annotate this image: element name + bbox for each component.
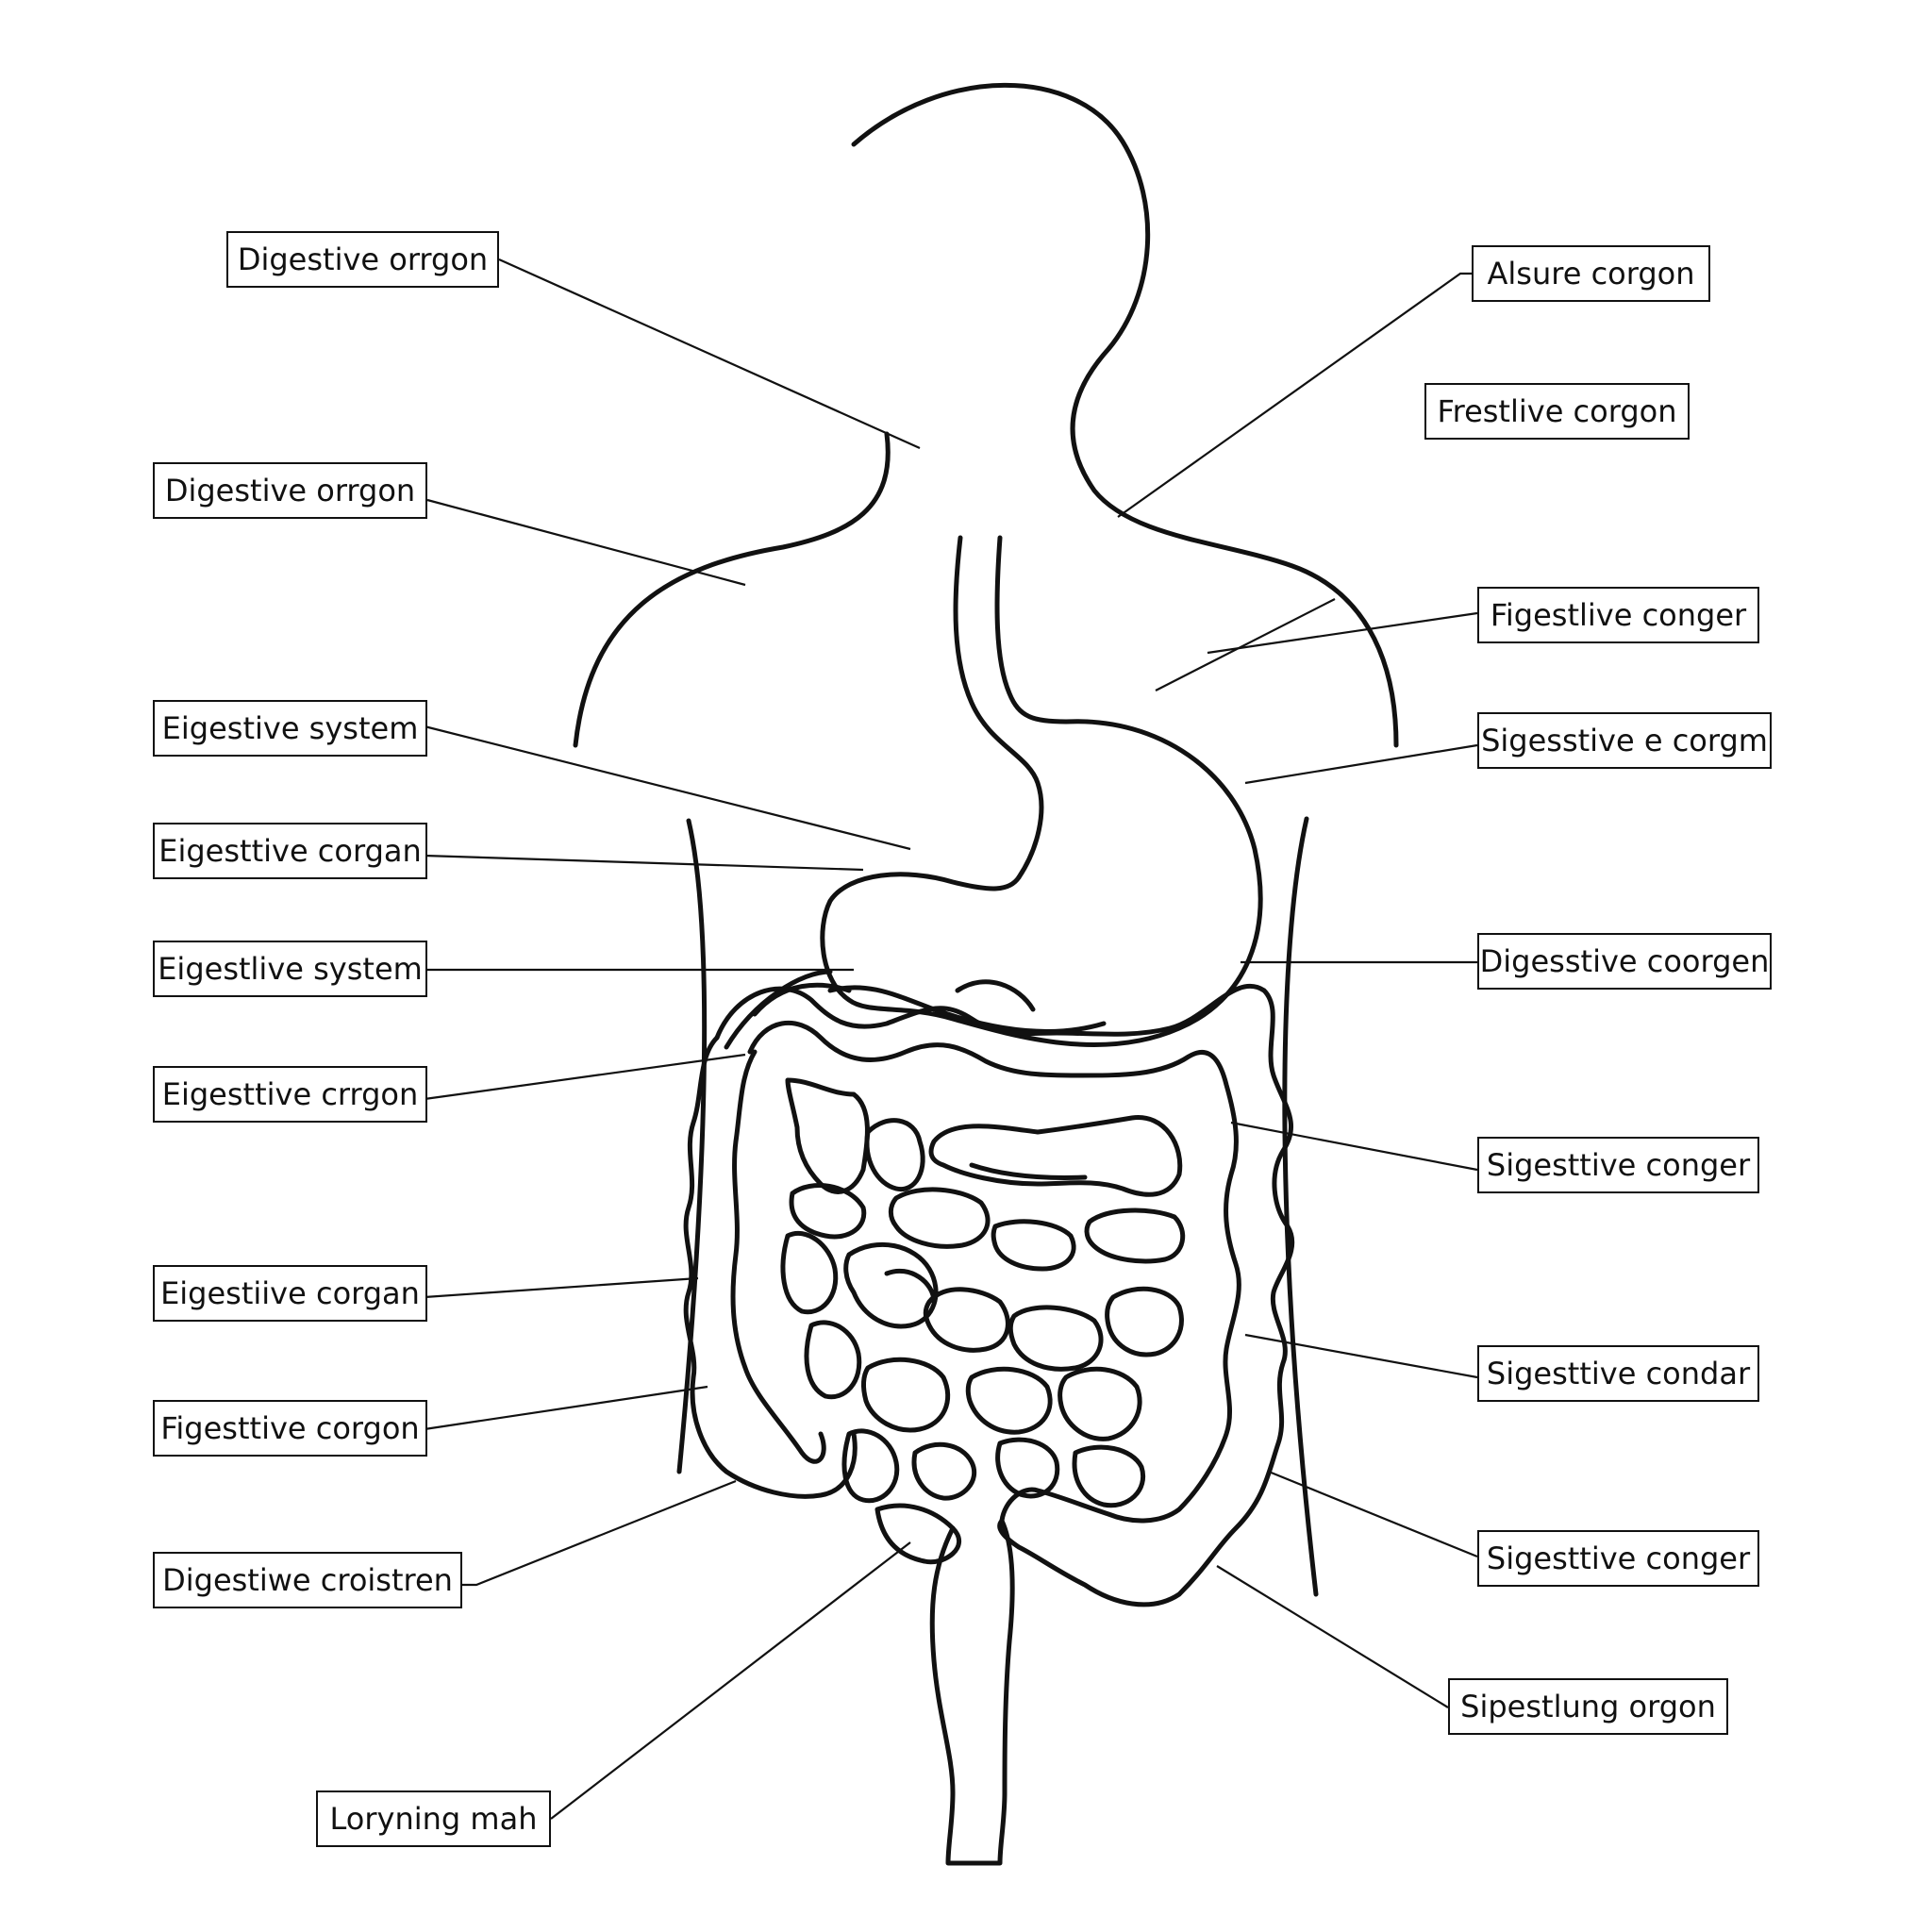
label-left-5: Eigestlive system xyxy=(153,941,427,997)
esophagus-left-wall xyxy=(953,535,1044,880)
head-outline xyxy=(851,82,1399,748)
label-right-5: Digesstive coorgen xyxy=(1477,933,1772,990)
label-left-1: Digestive orrgon xyxy=(226,231,499,288)
label-right-3: Figestlive conger xyxy=(1477,587,1759,643)
label-right-8: Sigesttive conger xyxy=(1477,1530,1759,1587)
label-right-9: Sipestlung orgon xyxy=(1448,1678,1728,1735)
label-left-8: Figesttive corgon xyxy=(153,1400,427,1457)
label-left-9: Digestiwe croistren xyxy=(153,1552,462,1608)
ascending-colon-inner xyxy=(730,1049,826,1464)
label-right-4: Sigesstive e corgm xyxy=(1477,712,1772,769)
label-left-4: Eigesttive corgan xyxy=(153,823,427,879)
label-left-10: Loryning mah xyxy=(316,1790,551,1847)
label-right-2: Frestlive corgon xyxy=(1424,383,1690,440)
stomach-outline xyxy=(820,719,1263,1047)
torso-right-line xyxy=(1282,816,1319,1597)
ascending-colon-outer xyxy=(683,1035,858,1499)
colon-inner-wall xyxy=(747,1021,1241,1524)
label-right-1: Alsure corgon xyxy=(1472,245,1710,302)
rectum-outline xyxy=(929,1518,1015,1866)
label-left-2: Digestive orrgon xyxy=(153,462,427,519)
colon-outer-wall xyxy=(714,983,1295,1607)
label-left-6: Eigesttive crrgon xyxy=(153,1066,427,1123)
label-left-3: Eigestive system xyxy=(153,700,427,757)
small-intestine-loops xyxy=(780,979,1186,1565)
esophagus-right-wall xyxy=(994,535,1069,724)
neck-left-outline xyxy=(573,431,891,748)
label-right-7: Sigesttive condar xyxy=(1477,1345,1759,1402)
torso-left-line xyxy=(676,818,708,1474)
label-right-6: Sigesttive conger xyxy=(1477,1137,1759,1193)
label-left-7: Eigestiive corgan xyxy=(153,1265,427,1322)
right-leader-lines xyxy=(1117,272,1478,1708)
transverse-colon-outer xyxy=(724,969,852,1050)
left-leader-lines xyxy=(424,258,921,1820)
